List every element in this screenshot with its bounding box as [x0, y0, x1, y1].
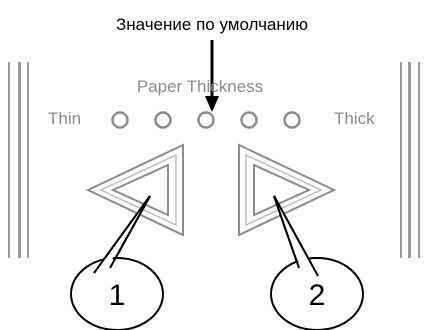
indicator-led-default — [197, 111, 215, 129]
thick-label: Thick — [334, 109, 375, 128]
callout-2: 2 — [270, 195, 364, 330]
right-edge-bars — [400, 62, 420, 258]
callout-number-1: 1 — [109, 279, 126, 312]
panel-title: Paper Thickness — [137, 77, 263, 96]
thin-label: Thin — [48, 109, 81, 128]
left-edge-bars — [8, 62, 29, 258]
thickness-indicator-row — [111, 111, 301, 129]
indicator-led — [111, 111, 129, 129]
callout-number-2: 2 — [309, 279, 326, 312]
callout-arrow — [205, 40, 219, 112]
increase-thickness-button[interactable] — [238, 143, 337, 237]
callout-1: 1 — [70, 195, 164, 330]
decrease-thickness-button[interactable] — [85, 143, 184, 237]
indicator-led — [154, 111, 172, 129]
indicator-led — [240, 111, 258, 129]
indicator-led — [283, 111, 301, 129]
default-value-callout-text: Значение по умолчанию — [116, 15, 308, 34]
